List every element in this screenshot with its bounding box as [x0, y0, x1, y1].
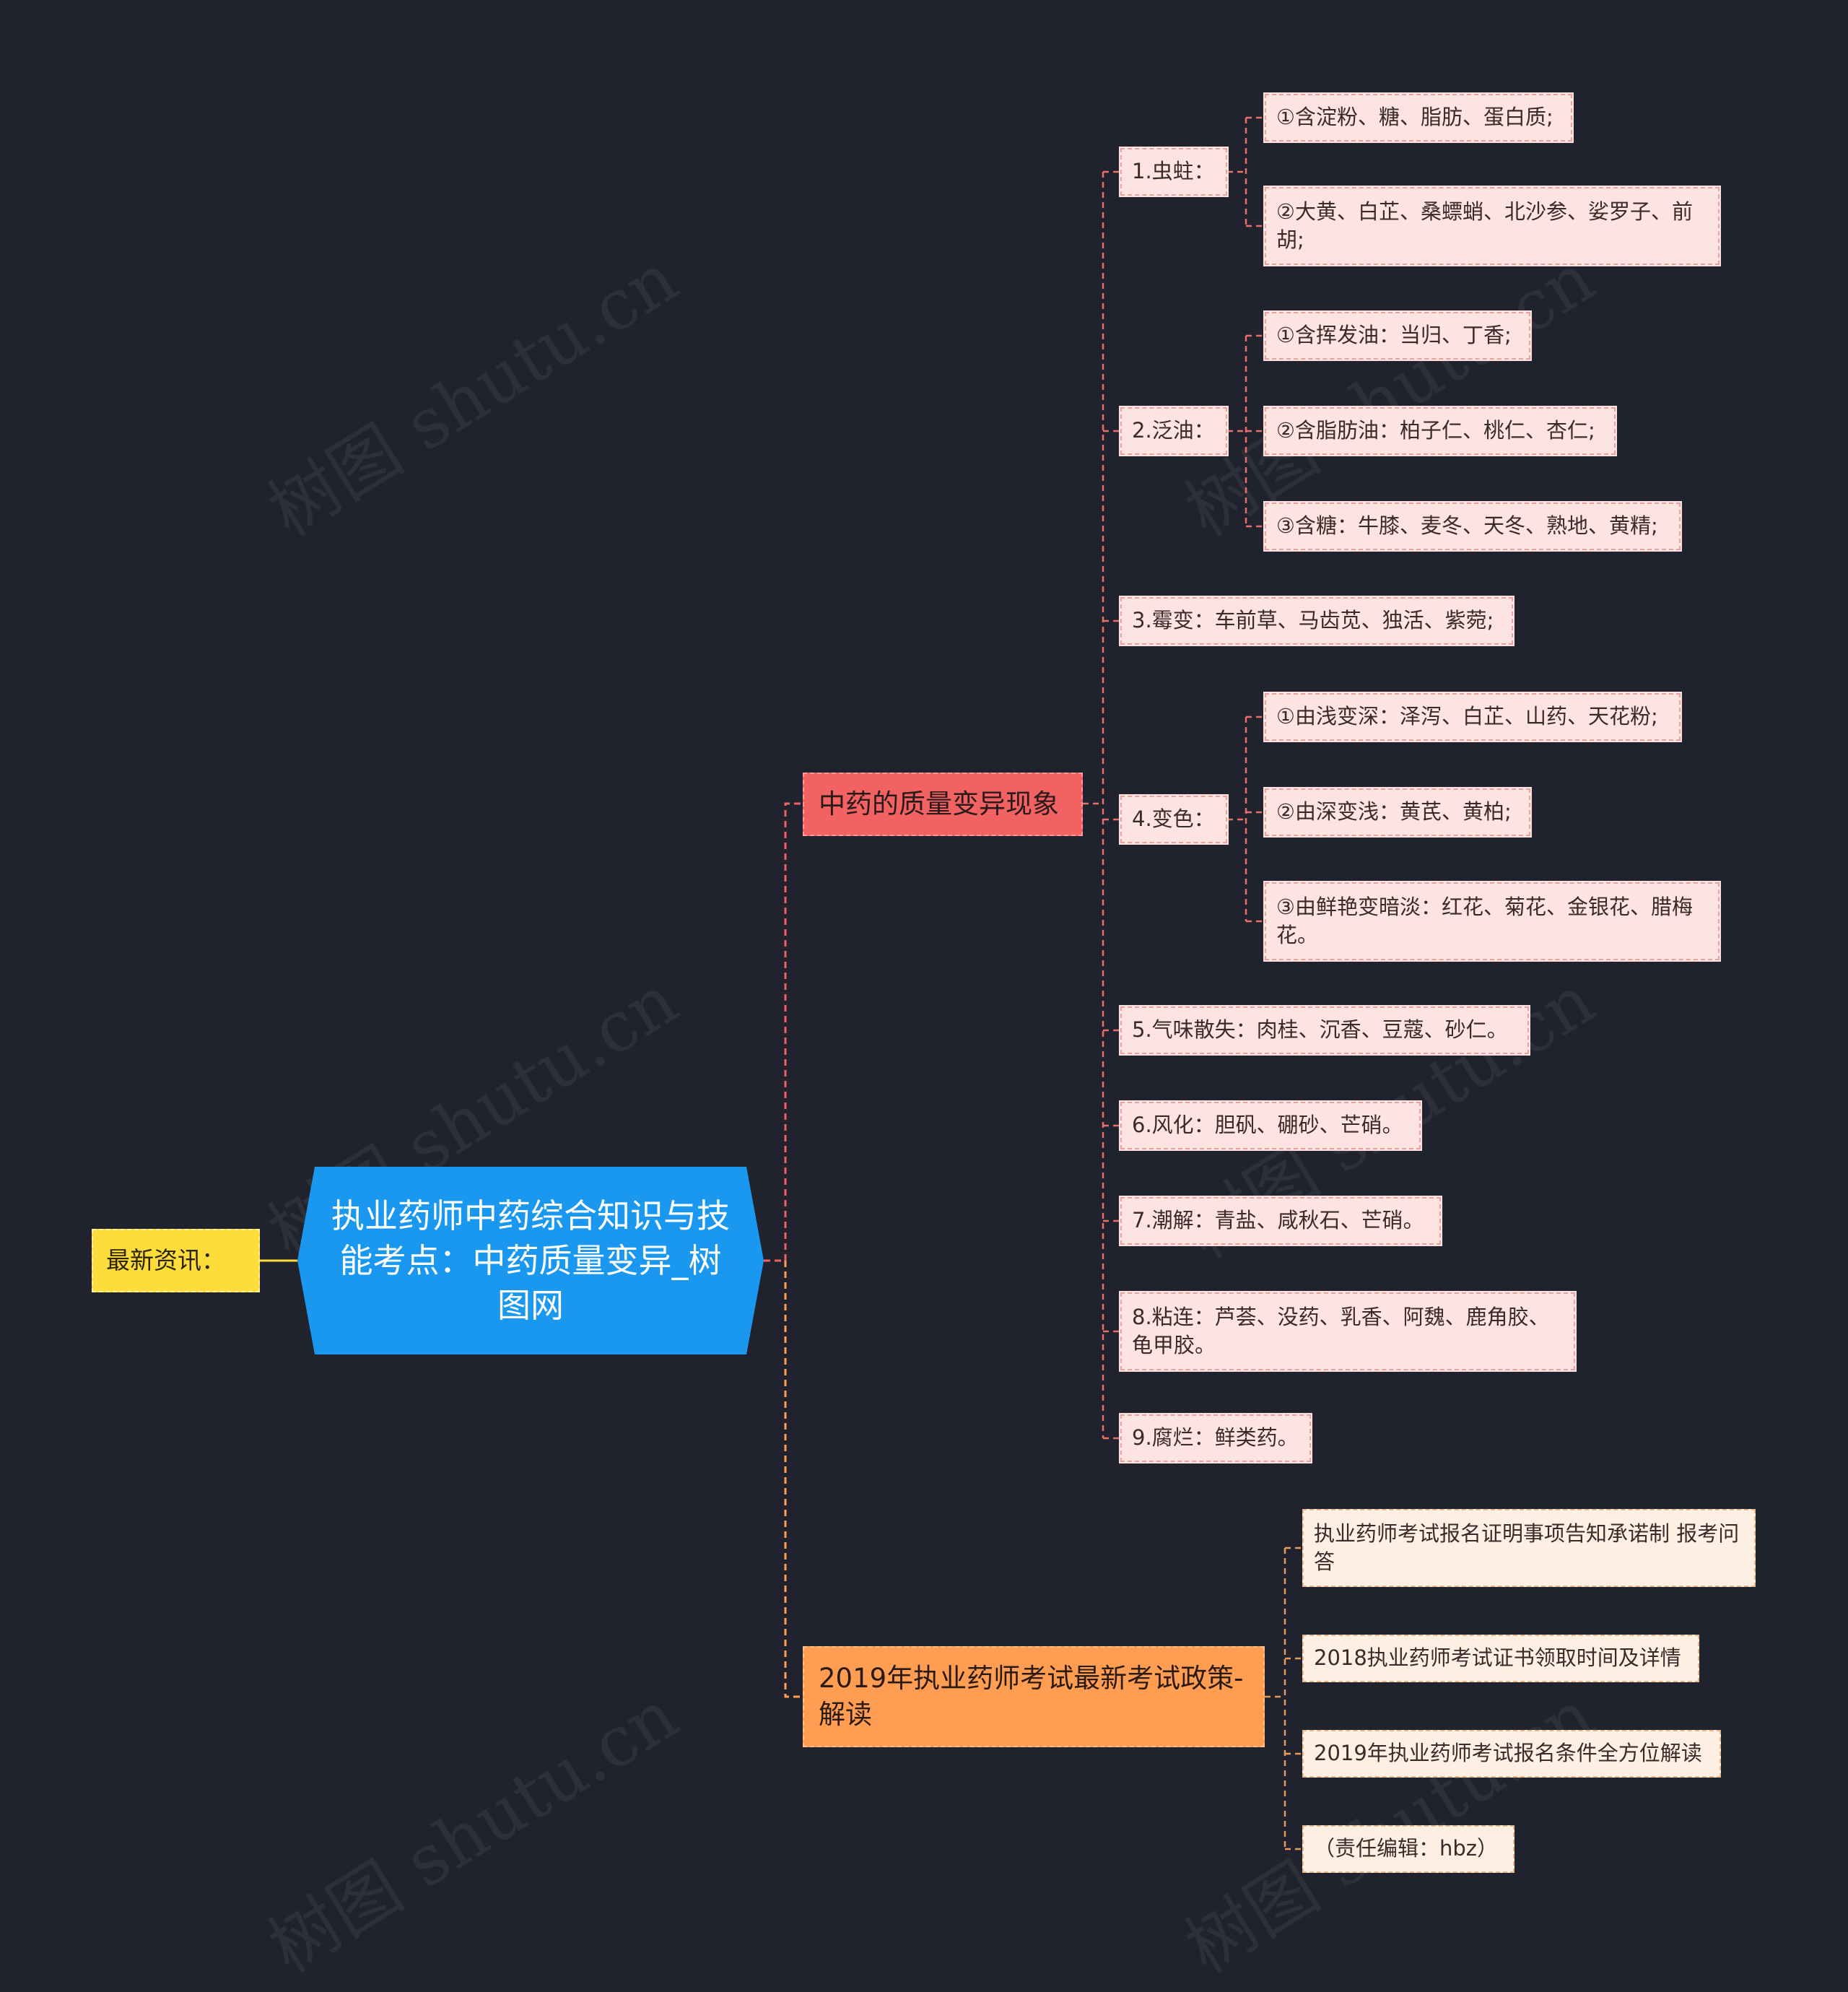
quality-item-label: 1.虫蛀：	[1132, 159, 1215, 184]
quality-item-2[interactable]: 2.泛油：	[1120, 407, 1227, 455]
quality-subitem[interactable]: ②大黄、白芷、桑螵蛸、北沙参、娑罗子、前胡;	[1265, 187, 1720, 265]
quality-subitem[interactable]: ①含挥发油：当归、丁香;	[1265, 312, 1530, 360]
quality-subitem-label: ②由深变浅：黄芪、黄柏;	[1276, 799, 1512, 825]
quality-subitem-label: ①含淀粉、糖、脂肪、蛋白质;	[1276, 105, 1553, 130]
quality-item-label: 6.风化：胆矾、硼砂、芒硝。	[1132, 1113, 1403, 1138]
quality-subitem[interactable]: ②含脂肪油：柏子仁、桃仁、杏仁;	[1265, 407, 1616, 455]
news-link-label: 执业药师考试报名证明事项告知承诺制 报考问答	[1314, 1521, 1740, 1574]
quality-subitem-label: ①含挥发油：当归、丁香;	[1276, 323, 1512, 348]
root-topic[interactable]: 执业药师中药综合知识与技能考点：中药质量变异_树图网	[297, 1167, 764, 1354]
branch-exam-policy[interactable]: 2019年执业药师考试最新考试政策-解读	[803, 1646, 1265, 1747]
quality-subitem[interactable]: ①含淀粉、糖、脂肪、蛋白质;	[1265, 94, 1572, 142]
quality-item-5[interactable]: 5.气味散失：肉桂、沉香、豆蔻、砂仁。	[1120, 1006, 1529, 1054]
editor-note-label: （责任编辑：hbz）	[1314, 1836, 1499, 1861]
root-shape	[297, 1167, 764, 1354]
quality-item-label: 8.粘连：芦荟、没药、乳香、阿魏、鹿角胶、龟甲胶。	[1132, 1304, 1550, 1357]
quality-subitem-label: ②含脂肪油：柏子仁、桃仁、杏仁;	[1276, 418, 1595, 443]
quality-item-label: 4.变色：	[1132, 806, 1215, 832]
branch-exam-policy-label: 2019年执业药师考试最新考试政策-解读	[819, 1663, 1244, 1730]
watermark: 树图 shutu.cn	[255, 238, 692, 552]
news-link[interactable]: 2018执业药师考试证书领取时间及详情	[1302, 1635, 1699, 1682]
quality-item-3[interactable]: 3.霉变：车前草、马齿苋、独活、紫菀;	[1120, 597, 1513, 645]
news-link[interactable]: 执业药师考试报名证明事项告知承诺制 报考问答	[1302, 1509, 1756, 1587]
quality-item-label: 9.腐烂：鲜类药。	[1132, 1425, 1299, 1450]
branch-quality-label: 中药的质量变异现象	[819, 788, 1059, 820]
quality-subitem-label: ③含糖：牛膝、麦冬、天冬、熟地、黄精;	[1276, 513, 1658, 539]
quality-item-7[interactable]: 7.潮解：青盐、咸秋石、芒硝。	[1120, 1197, 1441, 1245]
quality-subitem-label: ②大黄、白芷、桑螵蛸、北沙参、娑罗子、前胡;	[1276, 199, 1693, 252]
side-tag-label: 最新资讯：	[106, 1245, 225, 1274]
quality-item-6[interactable]: 6.风化：胆矾、硼砂、芒硝。	[1120, 1102, 1421, 1149]
editor-note: （责任编辑：hbz）	[1302, 1825, 1514, 1873]
branch-quality-variation[interactable]: 中药的质量变异现象	[803, 773, 1083, 836]
watermark: 树图 shutu.cn	[255, 1674, 692, 1989]
quality-subitem-label: ③由鲜艳变暗淡：红花、菊花、金银花、腊梅花。	[1276, 894, 1693, 947]
side-tag-latest-news[interactable]: 最新资讯：	[92, 1229, 260, 1292]
news-link-label: 2018执业药师考试证书领取时间及详情	[1314, 1645, 1681, 1671]
quality-item-label: 3.霉变：车前草、马齿苋、独活、紫菀;	[1132, 608, 1494, 633]
quality-item-8[interactable]: 8.粘连：芦荟、没药、乳香、阿魏、鹿角胶、龟甲胶。	[1120, 1292, 1575, 1370]
quality-item-4[interactable]: 4.变色：	[1120, 796, 1227, 843]
quality-item-1[interactable]: 1.虫蛀：	[1120, 148, 1227, 196]
quality-subitem[interactable]: ③含糖：牛膝、麦冬、天冬、熟地、黄精;	[1265, 503, 1681, 550]
quality-subitem[interactable]: ②由深变浅：黄芪、黄柏;	[1265, 788, 1530, 836]
quality-subitem[interactable]: ①由浅变深：泽泻、白芷、山药、天花粉;	[1265, 693, 1681, 741]
root-title: 执业药师中药综合知识与技能考点：中药质量变异_树图网	[331, 1196, 730, 1326]
quality-item-label: 7.潮解：青盐、咸秋石、芒硝。	[1132, 1208, 1424, 1233]
news-link[interactable]: 2019年执业药师考试报名条件全方位解读	[1302, 1730, 1721, 1778]
quality-subitem[interactable]: ③由鲜艳变暗淡：红花、菊花、金银花、腊梅花。	[1265, 882, 1720, 960]
quality-item-label: 5.气味散失：肉桂、沉香、豆蔻、砂仁。	[1132, 1017, 1508, 1043]
quality-subitem-label: ①由浅变深：泽泻、白芷、山药、天花粉;	[1276, 704, 1658, 729]
quality-item-9[interactable]: 9.腐烂：鲜类药。	[1120, 1414, 1311, 1462]
quality-item-label: 2.泛油：	[1132, 418, 1215, 443]
news-link-label: 2019年执业药师考试报名条件全方位解读	[1314, 1741, 1702, 1766]
